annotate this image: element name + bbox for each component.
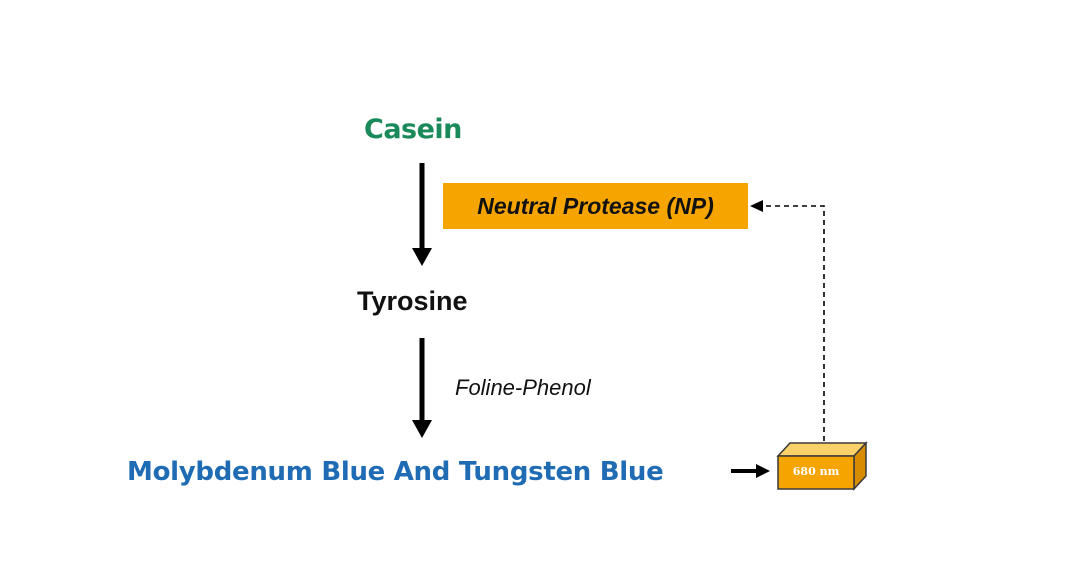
enzyme-label: Neutral Protease (NP) bbox=[477, 192, 714, 219]
node-product: Molybdenum Blue And Tungsten Blue bbox=[127, 457, 664, 487]
arrow-tyrosine-to-product bbox=[412, 338, 432, 438]
node-tyrosine: Tyrosine bbox=[357, 286, 468, 316]
feedback-dashed-arrow bbox=[750, 200, 825, 441]
enzyme-box: Neutral Protease (NP) bbox=[443, 183, 748, 229]
cuvette-wavelength-label: 680 nm bbox=[792, 465, 840, 478]
enzyme-box-bg bbox=[443, 183, 748, 229]
arrow-casein-to-tyrosine bbox=[412, 163, 432, 266]
reagent-label: Foline-Phenol bbox=[455, 375, 591, 400]
cuvette-icon bbox=[776, 441, 868, 491]
arrow-product-to-cuvette bbox=[731, 464, 770, 478]
node-casein: Casein bbox=[364, 114, 462, 145]
